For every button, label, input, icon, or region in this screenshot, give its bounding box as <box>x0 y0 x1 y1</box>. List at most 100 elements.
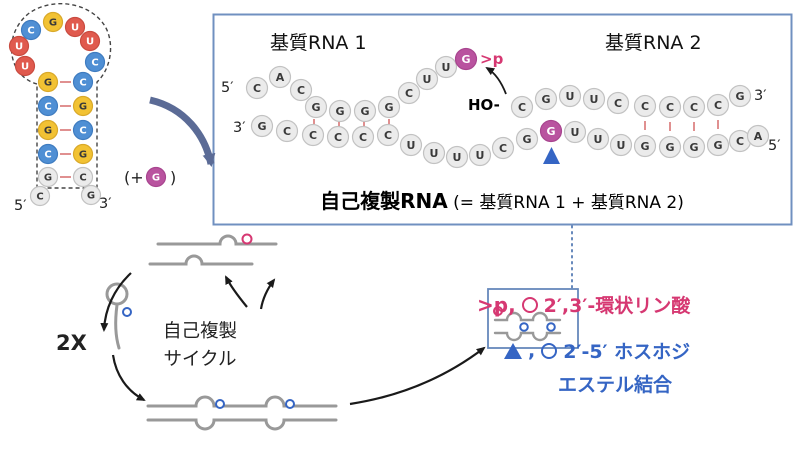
cycle-schematics <box>105 233 562 431</box>
nucleotide-circle <box>301 123 325 147</box>
plus-g-close: ) <box>170 168 176 187</box>
ho-attack-arrow <box>485 66 507 95</box>
product-name: 自己複製RNA <box>320 189 448 213</box>
nucleotide-circle <box>422 141 446 165</box>
nucleotide-circle <box>563 120 587 144</box>
hairpin-schematic-loop <box>105 282 129 306</box>
cycle-label-line1: 自己複製 <box>162 321 237 342</box>
nucleotide-letter: C <box>297 84 305 97</box>
separated-strand-top <box>156 234 278 246</box>
nucleotide-circle <box>515 127 539 151</box>
cycle-arrows <box>100 272 486 406</box>
nucleotide-letter: G <box>713 139 722 152</box>
nucleotide-circle <box>539 119 563 143</box>
nucleotide-letter: C <box>91 58 98 69</box>
nucleotide-letter: U <box>476 149 485 162</box>
hairpin-three-prime-label: 3′ <box>99 196 112 212</box>
nucleotide-circle <box>706 93 730 117</box>
product-label: 自己複製RNA (= 基質RNA 1 + 基質RNA 2) <box>213 185 791 214</box>
nucleotide-circle <box>682 95 706 119</box>
nucleotide-circle <box>706 133 730 157</box>
nucleotide-letter: U <box>590 93 599 106</box>
transform-arrow <box>149 96 216 167</box>
cycle-arrow-split-left <box>225 275 248 308</box>
linkage-comma: , <box>528 339 536 362</box>
nucleotide-letter: C <box>499 142 507 155</box>
nucleotide-circle <box>376 123 400 147</box>
legend-linkage: , 2′-5′ ホスホジ エステル結合 <box>504 337 690 397</box>
nucleotide-circle <box>326 125 350 149</box>
nucleotide-letter: G <box>735 90 744 103</box>
cyclic-phosphate-ring <box>493 306 503 316</box>
nucleotide-circle <box>415 67 439 91</box>
nucleotide-circle <box>64 16 86 38</box>
nucleotide-letter: C <box>27 26 34 37</box>
linkage-ring <box>285 399 295 409</box>
free-g-nucleotide <box>145 166 167 188</box>
cycle-arrow-to-duplex <box>111 354 146 401</box>
nucleotide-circle <box>445 145 469 169</box>
plus-g-open: (+ <box>124 168 144 187</box>
cycle-label-line2: サイクル <box>163 348 237 370</box>
nucleotide-letter: C <box>309 129 317 142</box>
nucleotide-letter: G <box>335 105 344 118</box>
linkage-text-2: エステル結合 <box>558 374 673 396</box>
hydroxyl-label: HO- <box>468 96 500 114</box>
nucleotide-letter: U <box>15 42 23 53</box>
nucleotide-circle <box>377 95 401 119</box>
nucleotide-circle <box>37 166 59 188</box>
nucleotide-letter: U <box>71 23 79 34</box>
nucleotide-letter: U <box>86 37 94 48</box>
nucleotide-letter: C <box>666 101 674 114</box>
linkage-ring <box>546 322 556 332</box>
boxed-duplex-top <box>493 311 562 322</box>
nucleotide-circle <box>746 124 770 148</box>
substrate2-label: 基質RNA 2 <box>605 32 702 54</box>
nucleotide-letter: G <box>360 105 369 118</box>
nucleotide-letter: U <box>617 139 626 152</box>
cyclic-phosphate-label: >p <box>480 50 504 68</box>
hairpin-ticks <box>60 81 71 178</box>
linkage-text-1: 2′-5′ ホスホジ <box>563 341 691 363</box>
nucleotide-circle <box>434 55 458 79</box>
nucleotide-circle <box>72 119 94 141</box>
nucleotide-circle <box>606 91 630 115</box>
nucleotide-circle <box>682 135 706 159</box>
nucleotide-circle <box>454 47 478 71</box>
legend-linkage-row1: , 2′-5′ ホスホジ <box>504 337 690 364</box>
nucleotide-letter: C <box>614 97 622 110</box>
nucleotide-circle <box>468 143 492 167</box>
nucleotide-circle <box>658 95 682 119</box>
nucleotide-circle <box>72 95 94 117</box>
nucleotide-circle <box>80 184 102 206</box>
nucleotide-letter: A <box>276 71 285 84</box>
nucleotide-letter: U <box>571 126 580 139</box>
nucleotide-letter: C <box>405 87 413 100</box>
cyclic-phosphate-ring <box>241 233 253 245</box>
nucleotide-letter: G <box>522 133 531 146</box>
nucleotide-letter: U <box>566 90 575 103</box>
nucleotide-letter: G <box>640 140 649 153</box>
nucleotide-letter: G <box>79 102 87 113</box>
duplex-three-prime-left: 3′ <box>233 120 246 136</box>
nucleotide-letter: C <box>79 78 86 89</box>
nucleotide-letter: G <box>384 101 393 114</box>
nucleotide-letter: U <box>442 61 451 74</box>
nucleotide-letter: G <box>461 53 470 66</box>
nucleotide-letter: C <box>384 129 392 142</box>
nucleotide-circle <box>633 134 657 158</box>
nucleotide-circle <box>72 143 94 165</box>
nucleotide-circle <box>609 133 633 157</box>
nucleotide-letter: U <box>594 133 603 146</box>
cycle-arrow-split-right <box>259 278 276 310</box>
nucleotide-letter: C <box>79 126 86 137</box>
linkage-ring <box>215 399 225 409</box>
nucleotide-circle <box>268 65 292 89</box>
linkage-ring <box>519 322 529 332</box>
duplex-five-prime-left: 5′ <box>221 80 234 96</box>
nucleotide-letter: A <box>754 130 763 143</box>
